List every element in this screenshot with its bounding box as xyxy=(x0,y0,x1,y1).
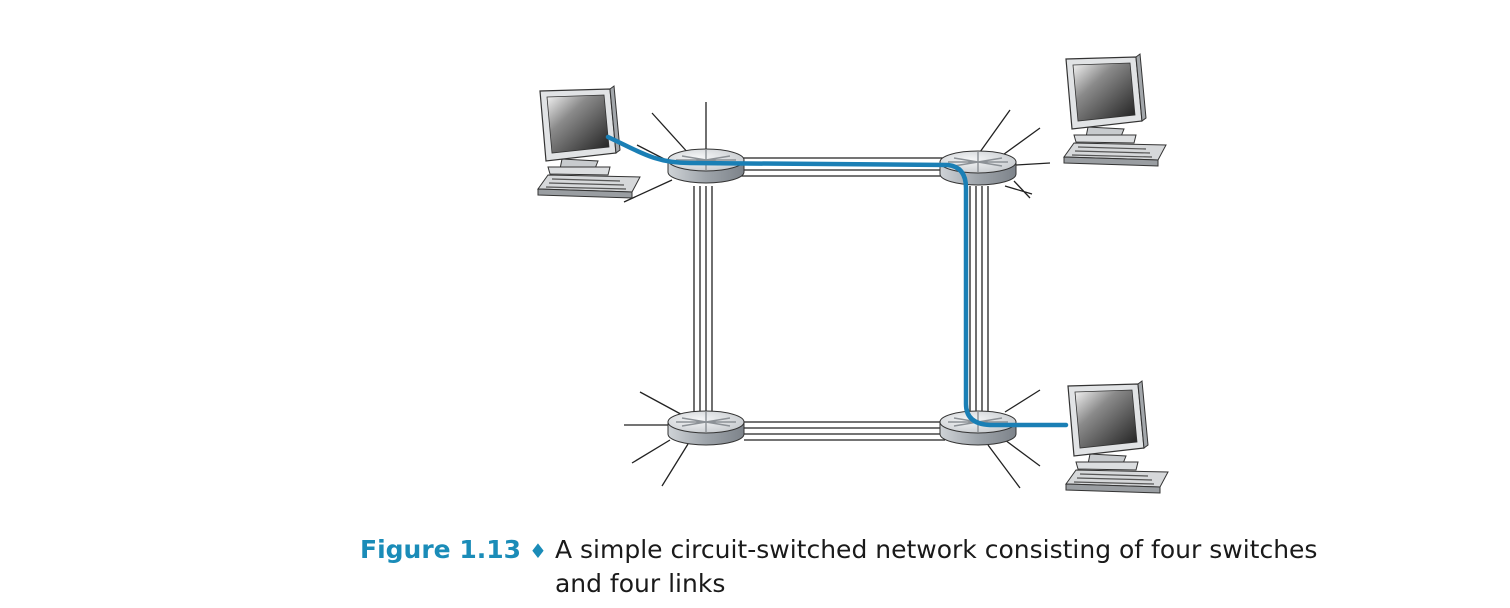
figure-label: Figure 1.13 xyxy=(360,535,522,564)
link-top xyxy=(740,157,945,177)
switch-top-right xyxy=(939,150,1017,186)
host-left xyxy=(537,85,641,199)
link-left xyxy=(693,186,713,414)
host-bottom-right xyxy=(1065,380,1169,494)
figure-caption: Figure 1.13 ♦ A simple circuit-switched ne… xyxy=(360,533,1410,601)
link-right xyxy=(969,186,989,414)
switch-bottom-right xyxy=(939,410,1017,446)
link-bottom xyxy=(744,421,945,441)
circuit-path xyxy=(605,134,1069,428)
switch-top-left xyxy=(667,148,745,184)
caption-text: A simple circuit-switched network consis… xyxy=(554,535,1318,598)
access-lines xyxy=(623,102,1051,489)
host-top-right xyxy=(1063,53,1167,167)
caption-separator: ♦ xyxy=(529,539,547,563)
switch-bottom-left xyxy=(667,410,745,446)
